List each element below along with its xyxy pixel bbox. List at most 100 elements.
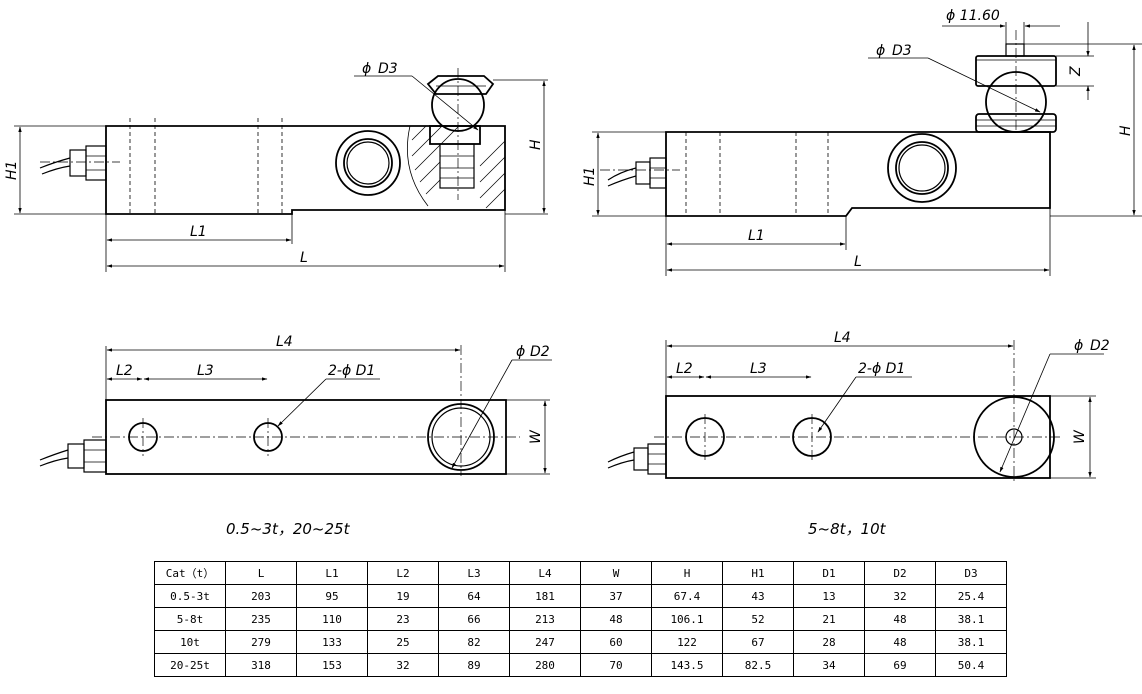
table-cell: 235 <box>225 607 297 631</box>
table-cell: 37 <box>580 584 652 608</box>
table-header: H <box>651 561 723 585</box>
table-cell: 32 <box>864 584 936 608</box>
table-cell: 122 <box>651 630 723 654</box>
label-d3-right: D3 <box>892 43 912 59</box>
table-header: L3 <box>438 561 510 585</box>
table-header-row: Cat（t） L L1 L2 L3 L4 W H H1 D1 D2 D3 <box>154 561 1007 585</box>
table-cell: 28 <box>793 630 865 654</box>
side-view-left <box>14 68 548 272</box>
table-cell: 50.4 <box>935 653 1007 677</box>
table-row: 20-25t 318 153 32 89 280 70 143.5 82.5 3… <box>154 653 1007 677</box>
label-d2-right: D2 <box>1090 338 1110 354</box>
label-h-right: H <box>1118 125 1134 136</box>
table-cell: 89 <box>438 653 510 677</box>
table-cell: 213 <box>509 607 581 631</box>
table-header: D2 <box>864 561 936 585</box>
label-h-left: H <box>528 139 544 150</box>
table-cell: 52 <box>722 607 794 631</box>
label-phi-d3-left: ϕ <box>362 61 371 77</box>
table-header: D1 <box>793 561 865 585</box>
label-phi-d3-right: ϕ <box>876 43 885 59</box>
table-cell: 48 <box>580 607 652 631</box>
label-l2-right: L2 <box>676 361 693 377</box>
label-w-left: W <box>528 429 544 444</box>
label-h1-left: H1 <box>4 161 20 180</box>
label-d2-left: D2 <box>530 344 550 360</box>
table-cell: 70 <box>580 653 652 677</box>
label-w-right: W <box>1072 429 1088 444</box>
label-l4-right: L4 <box>834 330 851 346</box>
table-cell: 13 <box>793 584 865 608</box>
table-cell: 25 <box>367 630 439 654</box>
table-cell: 69 <box>864 653 936 677</box>
table-cell: 34 <box>793 653 865 677</box>
label-d3-left: D3 <box>378 61 398 77</box>
label-d1-left: 2-ϕ D1 <box>328 363 375 379</box>
table-cell: 280 <box>509 653 581 677</box>
top-view-left <box>39 345 552 476</box>
table-cell: 133 <box>296 630 368 654</box>
table-cell: 143.5 <box>651 653 723 677</box>
table-cell: 38.1 <box>935 630 1007 654</box>
table-cell: 25.4 <box>935 584 1007 608</box>
label-l2-left: L2 <box>116 363 133 379</box>
table-header: D3 <box>935 561 1007 585</box>
table-cell: 110 <box>296 607 368 631</box>
table-cell: 279 <box>225 630 297 654</box>
table-cell: 106.1 <box>651 607 723 631</box>
table-cell: 43 <box>722 584 794 608</box>
label-h1-right: H1 <box>582 167 598 186</box>
table-header: H1 <box>722 561 794 585</box>
table-cell: 10t <box>154 630 226 654</box>
table-header: L1 <box>296 561 368 585</box>
table-cell: 318 <box>225 653 297 677</box>
table-cell: 48 <box>864 630 936 654</box>
top-view-right <box>607 340 1104 482</box>
table-header: W <box>580 561 652 585</box>
table-cell: 20-25t <box>154 653 226 677</box>
label-l-left: L <box>300 250 308 266</box>
table-cell: 247 <box>509 630 581 654</box>
caption-right: 5~8t，10t <box>808 520 887 538</box>
label-l1-right: L1 <box>748 228 765 244</box>
table-cell: 32 <box>367 653 439 677</box>
label-l-right: L <box>854 254 862 270</box>
table-cell: 67.4 <box>651 584 723 608</box>
table-row: 10t 279 133 25 82 247 60 122 67 28 48 38… <box>154 630 1007 654</box>
table-cell: 181 <box>509 584 581 608</box>
spec-table: Cat（t） L L1 L2 L3 L4 W H H1 D1 D2 D3 0.5… <box>154 561 1007 677</box>
label-pin-diameter: ϕ 11.60 <box>946 8 1000 24</box>
table-cell: 67 <box>722 630 794 654</box>
table-cell: 5-8t <box>154 607 226 631</box>
table-cell: 0.5-3t <box>154 584 226 608</box>
table-header: Cat（t） <box>154 561 226 585</box>
table-cell: 38.1 <box>935 607 1007 631</box>
label-z: Z <box>1068 66 1084 77</box>
table-cell: 64 <box>438 584 510 608</box>
caption-left: 0.5~3t，20~25t <box>226 520 351 538</box>
table-row: 5-8t 235 110 23 66 213 48 106.1 52 21 48… <box>154 607 1007 631</box>
table-cell: 66 <box>438 607 510 631</box>
table-cell: 153 <box>296 653 368 677</box>
table-cell: 19 <box>367 584 439 608</box>
table-cell: 95 <box>296 584 368 608</box>
table-cell: 82.5 <box>722 653 794 677</box>
table-cell: 21 <box>793 607 865 631</box>
table-cell: 203 <box>225 584 297 608</box>
table-cell: 60 <box>580 630 652 654</box>
table-header: L <box>225 561 297 585</box>
table-header: L4 <box>509 561 581 585</box>
label-phi-d2-left: ϕ <box>516 344 525 360</box>
table-row: 0.5-3t 203 95 19 64 181 37 67.4 43 13 32… <box>154 584 1007 608</box>
side-view-right <box>592 22 1142 276</box>
label-l3-left: L3 <box>197 363 214 379</box>
table-header: L2 <box>367 561 439 585</box>
label-l3-right: L3 <box>750 361 767 377</box>
table-cell: 23 <box>367 607 439 631</box>
label-d1-right: 2-ϕ D1 <box>858 361 905 377</box>
label-l1-left: L1 <box>190 224 207 240</box>
table-cell: 48 <box>864 607 936 631</box>
table-cell: 82 <box>438 630 510 654</box>
label-l4-left: L4 <box>276 334 293 350</box>
